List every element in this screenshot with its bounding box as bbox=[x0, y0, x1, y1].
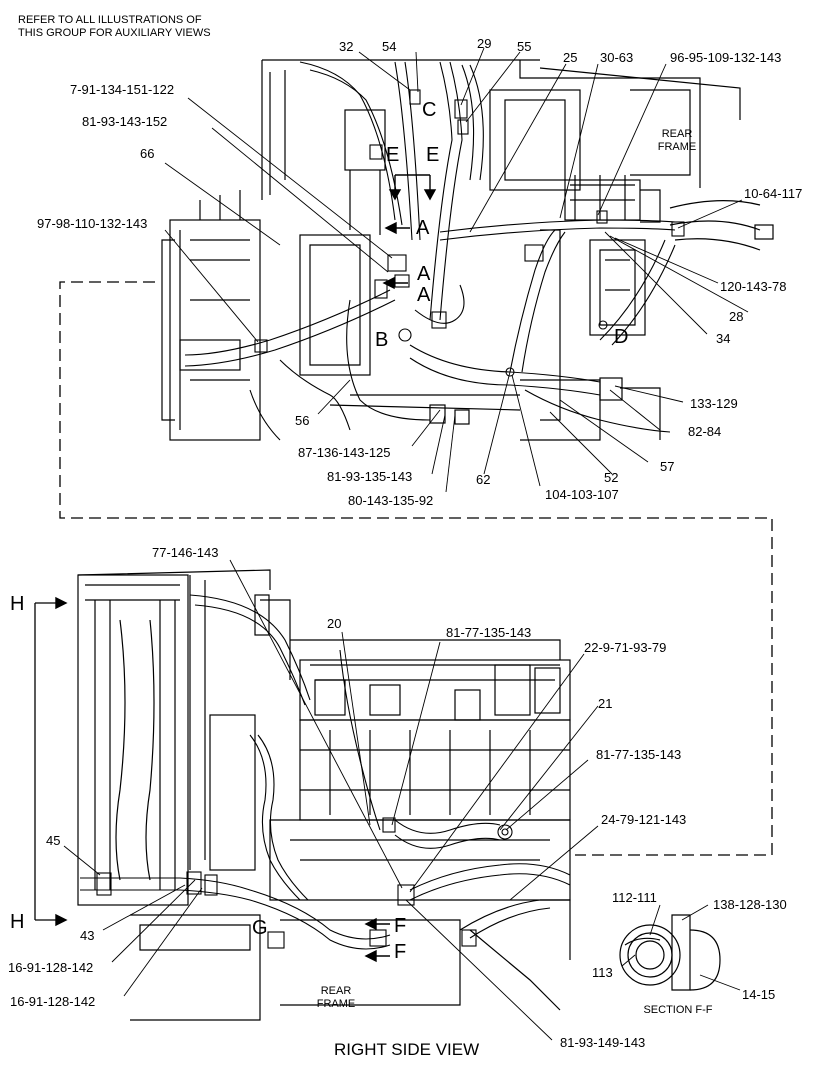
callout-120-143-78: 120-143-78 bbox=[720, 279, 787, 294]
callout-113: 113 bbox=[592, 965, 613, 980]
callout-29: 29 bbox=[477, 36, 492, 51]
callout-16-91-128-142-b: 16-91-128-142 bbox=[10, 994, 96, 1009]
callout-54: 54 bbox=[382, 39, 397, 54]
view-letter-b: B bbox=[375, 329, 389, 351]
callout-81-93-143-152: 81-93-143-152 bbox=[82, 114, 168, 129]
view-letter-f-1: F bbox=[394, 915, 407, 937]
top-rear-frame-line2: FRAME bbox=[657, 141, 697, 153]
view-letter-a-2: A bbox=[417, 263, 431, 285]
view-letter-d: D bbox=[614, 326, 629, 348]
callout-87-136-143-125: 87-136-143-125 bbox=[298, 445, 391, 460]
view-letter-e-2: E bbox=[426, 144, 440, 166]
callout-34: 34 bbox=[716, 331, 731, 346]
callout-138-128-130: 138-128-130 bbox=[713, 897, 787, 912]
view-letter-a-3: A bbox=[417, 284, 431, 306]
view-letter-f-2: F bbox=[394, 941, 407, 963]
callout-43: 43 bbox=[80, 928, 95, 943]
view-letter-c: C bbox=[422, 99, 437, 121]
view-boundary-dashed bbox=[59, 281, 773, 856]
callout-62: 62 bbox=[476, 472, 491, 487]
top-rear-frame-label: REAR FRAME bbox=[652, 128, 702, 154]
callout-7-91-134-151-122: 7-91-134-151-122 bbox=[70, 82, 175, 97]
callout-16-91-128-142-a: 16-91-128-142 bbox=[8, 960, 94, 975]
callout-82-84: 82-84 bbox=[688, 424, 722, 439]
section-f-f-detail bbox=[619, 914, 721, 991]
callout-21: 21 bbox=[598, 696, 613, 711]
section-arrows bbox=[55, 174, 437, 963]
view-letter-g: G bbox=[252, 917, 268, 939]
callout-81-93-135-143: 81-93-135-143 bbox=[327, 469, 413, 484]
callout-81-77-135-143-a: 81-77-135-143 bbox=[446, 625, 532, 640]
callout-55: 55 bbox=[517, 39, 532, 54]
callout-30-63: 30-63 bbox=[600, 50, 634, 65]
callout-14-15: 14-15 bbox=[742, 987, 776, 1002]
callout-22-9-71-93-79: 22-9-71-93-79 bbox=[584, 640, 667, 655]
reference-note-line2: THIS GROUP FOR AUXILIARY VIEWS bbox=[18, 27, 211, 39]
callout-96-95-109-132-143: 96-95-109-132-143 bbox=[670, 50, 782, 65]
bottom-harnesses bbox=[80, 594, 571, 950]
callout-81-93-149-143: 81-93-149-143 bbox=[560, 1035, 646, 1050]
callout-25: 25 bbox=[563, 50, 578, 65]
callout-32: 32 bbox=[339, 39, 354, 54]
callout-77-146-143: 77-146-143 bbox=[152, 545, 219, 560]
bottom-rear-frame-label: REAR FRAME bbox=[310, 985, 362, 1011]
bottom-view bbox=[34, 569, 571, 1021]
reference-note-line1: REFER TO ALL ILLUSTRATIONS OF bbox=[18, 14, 202, 26]
callout-20: 20 bbox=[327, 616, 342, 631]
view-letter-e-1: E bbox=[386, 144, 400, 166]
callout-97-98-110-132-143: 97-98-110-132-143 bbox=[37, 216, 148, 231]
callout-81-77-135-143-b: 81-77-135-143 bbox=[596, 747, 682, 762]
callout-133-129: 133-129 bbox=[690, 396, 738, 411]
view-letter-a-1: A bbox=[416, 217, 430, 239]
callout-45: 45 bbox=[46, 833, 61, 848]
callout-80-143-135-92: 80-143-135-92 bbox=[348, 493, 434, 508]
top-harnesses bbox=[184, 61, 685, 441]
callout-112-111: 112-111 bbox=[612, 890, 657, 905]
section-f-f-title: SECTION F-F bbox=[643, 1004, 713, 1016]
callout-56: 56 bbox=[295, 413, 310, 428]
callout-10-64-117: 10-64-117 bbox=[744, 186, 803, 201]
view-letter-h-2: H bbox=[10, 911, 25, 933]
callout-104-103-107: 104-103-107 bbox=[545, 487, 619, 502]
callout-52: 52 bbox=[604, 470, 619, 485]
callout-24-79-121-143: 24-79-121-143 bbox=[601, 812, 687, 827]
bottom-rear-frame-line2: FRAME bbox=[316, 998, 356, 1010]
reference-note: REFER TO ALL ILLUSTRATIONS OF THIS GROUP… bbox=[18, 14, 211, 40]
bottom-rear-frame-line1: REAR bbox=[320, 985, 352, 997]
view-letter-h-1: H bbox=[10, 593, 25, 615]
right-side-view-title: RIGHT SIDE VIEW bbox=[334, 1040, 480, 1059]
callout-57: 57 bbox=[660, 459, 675, 474]
callout-66: 66 bbox=[140, 146, 155, 161]
top-rear-frame-line1: REAR bbox=[661, 128, 693, 140]
leader-lines bbox=[63, 47, 749, 1041]
callout-28: 28 bbox=[729, 309, 744, 324]
